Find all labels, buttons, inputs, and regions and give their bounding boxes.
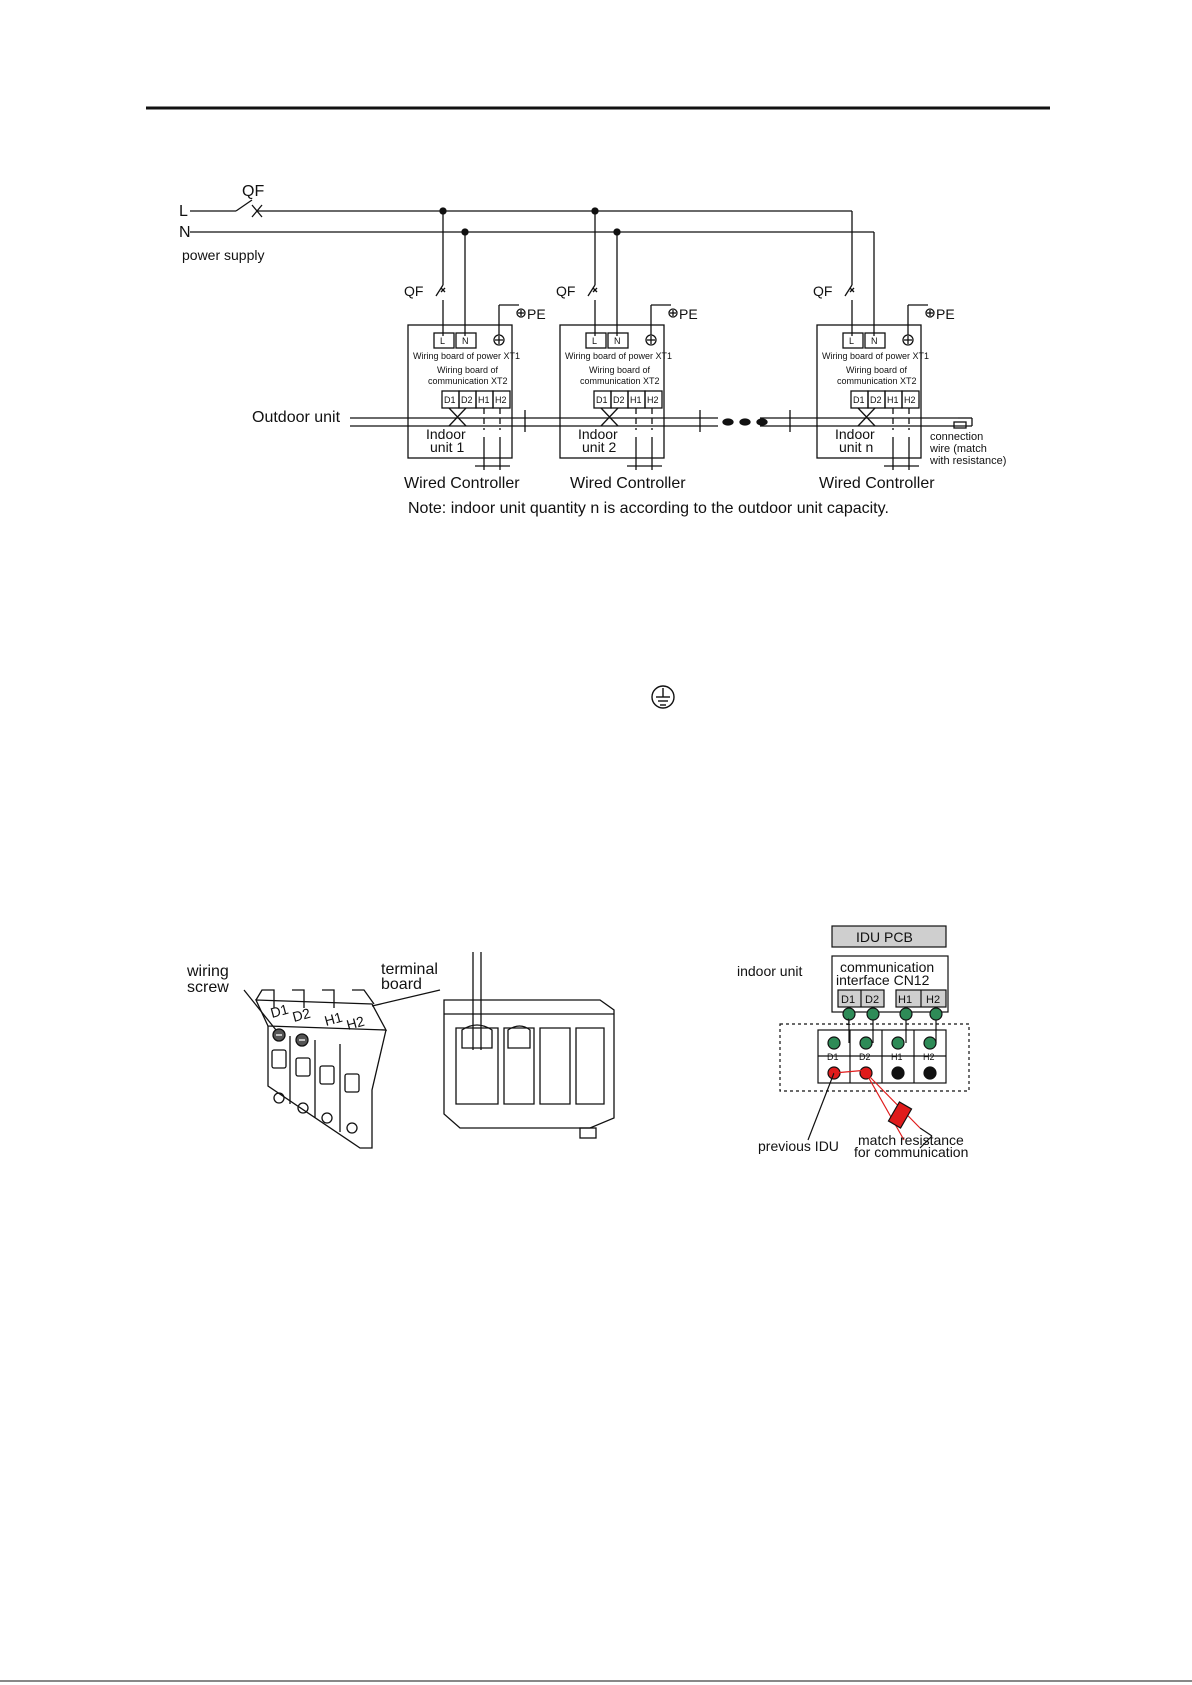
pin-1-label: 1: [846, 1017, 851, 1027]
unitn-name-label: unit n: [839, 439, 873, 455]
unit2-power-board-label: Wiring board of power XT1: [565, 351, 672, 361]
pe-unit2-label: PE: [679, 306, 698, 322]
unit2-terminal-h1: H1: [630, 395, 642, 405]
unitn-terminal-d1: D1: [853, 395, 865, 405]
unitn-wired-controller: Wired Controller: [819, 475, 935, 492]
cn12-label-h1: H1: [898, 994, 912, 1006]
previous-idu-label: previous IDU: [758, 1138, 839, 1154]
unit2-terminal-l: L: [592, 336, 597, 346]
unitn-terminal-n: N: [871, 336, 878, 346]
unitn-terminal-h1: H1: [887, 395, 899, 405]
unit2-comm-board-label-1: Wiring board of: [589, 365, 651, 375]
terminal-label-h2: H2: [345, 1013, 367, 1033]
indoor-unit-label: indoor unit: [737, 963, 802, 979]
terminal-board-label-2: board: [381, 976, 422, 993]
unitn-comm-board-label-1: Wiring board of: [846, 365, 908, 375]
comm-interface-label-1: communication: [840, 959, 934, 975]
match-resistance-label-1: match resistance: [858, 1132, 964, 1148]
unitn-comm-board-label-2: communication XT2: [837, 376, 917, 386]
unit2-comm-board-label-2: communication XT2: [580, 376, 660, 386]
unit2-indoor-label: Indoor: [578, 426, 618, 442]
terminal-label-d2: D2: [291, 1005, 313, 1025]
unit1-terminal-h1: H1: [478, 395, 490, 405]
l-label: L: [179, 203, 188, 220]
terminal-label-h1: H1: [323, 1009, 345, 1029]
cn12-pin-d1: [842, 1007, 856, 1021]
qf-unit2-label: QF: [556, 283, 575, 299]
connection-wire-label-1: connection: [930, 431, 983, 443]
unit1-terminal-d2: D2: [461, 395, 473, 405]
cn12-pin-h2: [929, 1007, 943, 1021]
unit2-terminal-n: N: [614, 336, 621, 346]
terminal-board-illustration: [243, 989, 441, 1149]
terminal-label-d1: D1: [269, 1001, 291, 1021]
wiring-screw-label-1: wiring: [186, 963, 229, 980]
unit1-terminal-l: L: [440, 336, 445, 346]
unit2-terminal-h2: H2: [647, 395, 659, 405]
match-resistor: [887, 1101, 913, 1129]
cn12-pin-h1: [899, 1007, 913, 1021]
unitn-terminal-l: L: [849, 336, 854, 346]
unit2-name-label: unit 2: [582, 439, 616, 455]
qf-main-label: QF: [242, 183, 264, 200]
connection-wire-label-3: with resistance): [929, 455, 1006, 467]
unit1-terminal-h2: H2: [495, 395, 507, 405]
wiring-labels: QF L N power supply QF QF QF PE PE PE L …: [179, 183, 1006, 517]
wiring-screw-label-2: screw: [187, 979, 229, 996]
idu-pcb-box: [831, 925, 947, 948]
earth-ground-icon: [651, 685, 675, 709]
unitn-indoor-label: Indoor: [835, 426, 875, 442]
terminal-label-h1-pcb: H1: [891, 1052, 903, 1062]
terminal-h1-pin: [891, 1066, 905, 1080]
block-pin-2: [859, 1036, 873, 1050]
wiring-diagram: [190, 199, 973, 470]
pe-unitn-label: PE: [936, 306, 955, 322]
n-label: N: [179, 224, 191, 241]
block-pin-4: [923, 1036, 937, 1050]
idu-pcb-diagram: [779, 925, 970, 1149]
unit1-terminal-n: N: [462, 336, 469, 346]
terminal-board-labels: wiring screw terminal board D1 D2 H1 H2: [186, 961, 438, 1033]
idu-pcb-labels: IDU PCB indoor unit communication interf…: [737, 929, 968, 1160]
terminal-board-label-1: terminal: [381, 961, 438, 978]
unit2-terminal-d2: D2: [613, 395, 625, 405]
cn12-pin-d2: [866, 1007, 880, 1021]
qf-unitn-label: QF: [813, 283, 832, 299]
unitn-terminal-d2: D2: [870, 395, 882, 405]
unit1-power-board-label: Wiring board of power XT1: [413, 351, 520, 361]
unit1-wired-controller: Wired Controller: [404, 475, 520, 492]
unit1-terminal-d1: D1: [444, 395, 456, 405]
terminal-label-d1-pcb: D1: [827, 1052, 839, 1062]
pe-unit1-label: PE: [527, 306, 546, 322]
unitn-power-board-label: Wiring board of power XT1: [822, 351, 929, 361]
terminal-h2-pin: [923, 1066, 937, 1080]
outdoor-unit-label: Outdoor unit: [252, 409, 341, 426]
terminal-side-view: [443, 952, 615, 1139]
block-pin-3: [891, 1036, 905, 1050]
unitn-terminal-h2: H2: [904, 395, 916, 405]
unit1-indoor-label: Indoor: [426, 426, 466, 442]
match-resistance-label-2: for communication: [854, 1144, 968, 1160]
unit2-wired-controller: Wired Controller: [570, 475, 686, 492]
cn12-label-d1: D1: [841, 994, 855, 1006]
cn12-label-d2: D2: [865, 994, 879, 1006]
terminal-label-d2-pcb: D2: [859, 1052, 871, 1062]
idu-pcb-title: IDU PCB: [856, 929, 913, 945]
qf-unit1-label: QF: [404, 283, 423, 299]
cn12-label-h2: H2: [926, 994, 940, 1006]
terminal-label-h2-pcb: H2: [923, 1052, 935, 1062]
connection-wire-label-2: wire (match: [929, 443, 987, 455]
unit2-terminal-d1: D1: [596, 395, 608, 405]
wiring-note: Note: indoor unit quantity n is accordin…: [408, 500, 889, 517]
unit1-name-label: unit 1: [430, 439, 464, 455]
unit1-comm-board-label-1: Wiring board of: [437, 365, 499, 375]
block-pin-1: [827, 1036, 841, 1050]
comm-interface-label-2: interface CN12: [836, 972, 930, 988]
unit1-comm-board-label-2: communication XT2: [428, 376, 508, 386]
power-supply-label: power supply: [182, 247, 265, 263]
